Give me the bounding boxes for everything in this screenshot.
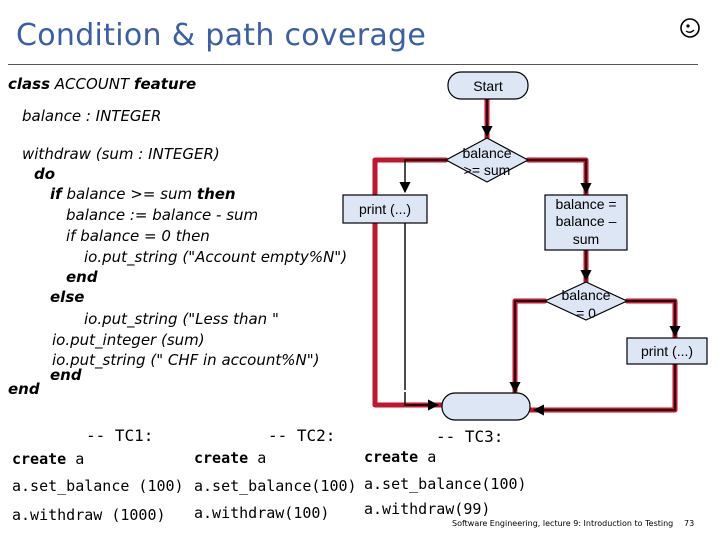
if-end-keyword: end (50, 366, 82, 384)
put-less-line: io.put_string ("Less than " (84, 310, 279, 328)
print-right-label: print (...) (641, 343, 693, 359)
withdraw-signature: withdraw (sum : INTEGER) (22, 145, 220, 163)
else-keyword: else (50, 288, 85, 306)
decision2-line1: balance (561, 287, 610, 303)
eiffel-logo-icon (680, 18, 700, 38)
do-keyword: do (34, 165, 56, 183)
flow-arrows (399, 99, 681, 416)
tc1-create-line: create a (12, 450, 85, 468)
assign-line1: balance = (555, 196, 616, 212)
title-divider (8, 64, 698, 65)
print-node-left: print (...) (342, 194, 428, 224)
slide-title: Condition & path coverage (16, 18, 427, 53)
if-line: if balance >= sum then (50, 185, 236, 203)
tc2-header: -- TC2: (268, 426, 336, 445)
tc1-header: -- TC1: (86, 426, 154, 445)
end-node (441, 392, 531, 421)
tc3-withdraw: a.withdraw(99) (364, 500, 491, 518)
decision-balance-eq-zero: balance = 0 (543, 281, 629, 321)
assignment-line: balance := balance - sum (66, 206, 259, 224)
tc2-withdraw: a.withdraw(100) (194, 504, 330, 522)
print-left-label: print (...) (359, 201, 411, 217)
class-line: class ACCOUNT feature (8, 75, 197, 93)
print-node-right: print (...) (626, 337, 708, 365)
put-empty-line: io.put_string ("Account empty%N") (84, 248, 348, 266)
assign-line3: sum (573, 231, 599, 247)
attribute-line: balance : INTEGER (22, 107, 162, 125)
page-number: 73 (684, 519, 695, 528)
start-label: Start (473, 78, 503, 94)
put-chf-line: io.put_string (" CHF in account%N") (52, 351, 320, 369)
put-integer-line: io.put_integer (sum) (52, 331, 205, 349)
feature-end-keyword: end (8, 380, 40, 398)
assignment-node: balance = balance – sum (544, 194, 628, 251)
inner-end-keyword: end (66, 268, 98, 286)
tc1-withdraw: a.withdraw (1000) (12, 506, 166, 524)
decision1-line2: >= sum (464, 162, 511, 178)
tc3-header: -- TC3: (436, 427, 504, 446)
tc3-set-balance: a.set_balance(100) (364, 475, 527, 493)
inner-if-line: if balance = 0 then (66, 227, 210, 245)
tc3-create-line: create a (364, 448, 437, 466)
footer-text: Software Engineering, lecture 9: Introdu… (452, 519, 674, 528)
tc2-set-balance: a.set_balance(100) (194, 477, 357, 495)
decision-balance-ge-sum: balance >= sum (444, 137, 530, 183)
decision2-line2: = 0 (576, 305, 596, 321)
assign-line2: balance – (556, 213, 617, 229)
tc2-create-line: create a (194, 449, 267, 467)
tc1-set-balance: a.set_balance (100) (12, 477, 184, 495)
start-node: Start (447, 71, 529, 100)
decision1-line1: balance (462, 145, 511, 161)
